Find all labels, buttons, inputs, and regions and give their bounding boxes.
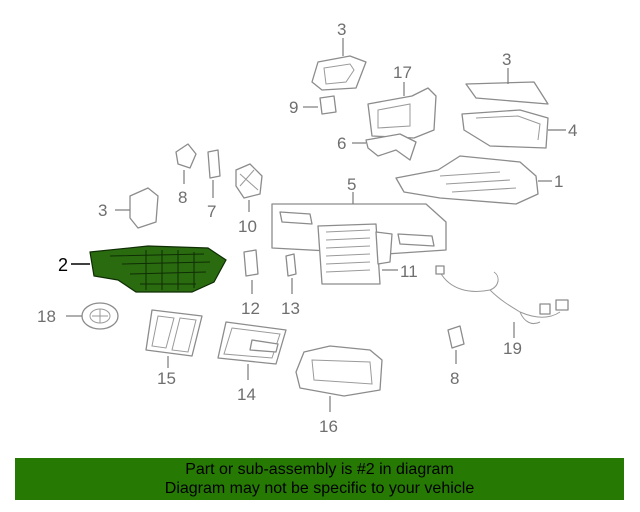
part-13-sensor[interactable] [285,253,297,277]
part-7-clip[interactable] [207,149,221,179]
part-19-wiring-harness[interactable] [435,265,569,325]
part-18-blower-motor[interactable] [81,302,119,330]
callout-8-left[interactable]: 8 [178,188,187,207]
callout-5[interactable]: 5 [347,175,356,194]
callout-13[interactable]: 13 [281,299,300,318]
callout-1[interactable]: 1 [554,172,563,191]
part-2-hvac-housing[interactable] [89,245,227,293]
banner-line-1: Part or sub-assembly is #2 in diagram [185,461,454,478]
callout-14[interactable]: 14 [237,385,256,404]
callout-2[interactable]: 2 [58,255,68,275]
part-3-right-duct[interactable] [465,81,549,105]
callout-11[interactable]: 11 [400,262,418,281]
part-9-clip[interactable] [319,95,337,115]
part-1-housing[interactable] [395,155,539,205]
callout-9[interactable]: 9 [289,98,298,117]
part-10-filter[interactable] [235,163,263,199]
callout-8-right[interactable]: 8 [450,369,459,388]
part-3-top-duct[interactable] [311,55,367,91]
part-4-duct[interactable] [461,109,549,149]
callout-3-top[interactable]: 3 [337,20,346,39]
part-17-duct[interactable] [367,87,437,139]
callout-16[interactable]: 16 [319,417,338,436]
callout-6[interactable]: 6 [337,134,346,153]
part-3-left-duct[interactable] [129,187,159,229]
callout-18[interactable]: 18 [37,307,56,326]
callout-17[interactable]: 17 [393,63,412,82]
part-11-evaporator[interactable] [317,223,393,285]
part-6-bracket[interactable] [365,133,417,161]
callout-4[interactable]: 4 [568,121,577,140]
banner-line-2: Diagram may not be specific to your vehi… [164,480,475,497]
callout-7[interactable]: 7 [207,202,216,221]
part-8-actuator-right[interactable] [447,325,465,349]
callout-3-right[interactable]: 3 [502,50,511,69]
part-15-filter[interactable] [145,309,203,357]
part-16-housing-lower[interactable] [295,345,383,397]
callout-15[interactable]: 15 [157,369,176,388]
part-12-sensor[interactable] [243,249,259,277]
info-banner: Part or sub-assembly is #2 in diagram Di… [15,458,624,500]
callout-10[interactable]: 10 [238,217,257,236]
part-8-actuator-left[interactable] [175,143,197,169]
callout-12[interactable]: 12 [241,299,260,318]
callout-3-left[interactable]: 3 [98,201,107,220]
part-14-heater-core[interactable] [217,321,287,365]
callout-19[interactable]: 19 [503,339,522,358]
parts-diagram: 3 9 17 6 3 4 1 8 7 [37,20,577,436]
